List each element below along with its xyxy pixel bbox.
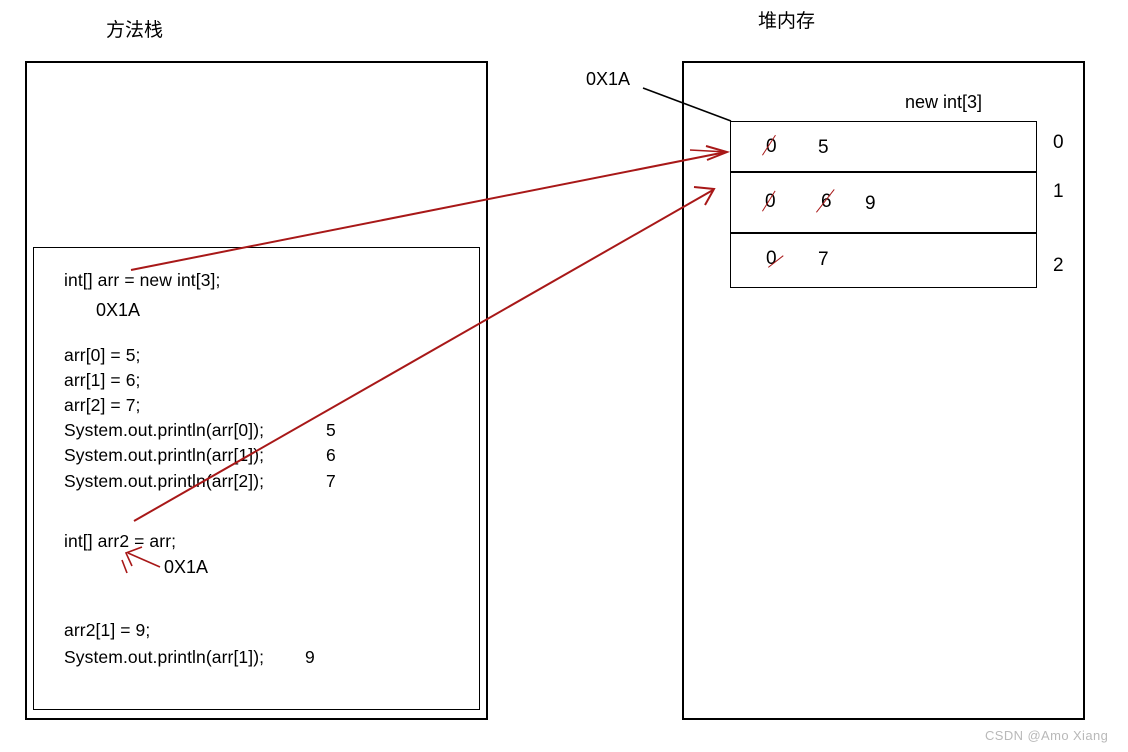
output-value-print-0: 5 [326,420,336,440]
code-line-print-1: System.out.println(arr[1]); [64,445,265,465]
array-allocation-label: new int[3] [905,92,983,112]
output-value-print-1: 6 [326,445,336,465]
output-value-print-2: 7 [326,471,336,491]
code-line-assign-2: arr[2] = 7; [64,395,141,415]
heap-section-title: 堆内存 [758,10,816,32]
code-line-assign-arr2-1: arr2[1] = 9; [64,620,151,640]
array-cell-2-value: 7 [818,249,829,270]
array-index-2: 2 [1053,255,1064,276]
code-line-print-2: System.out.println(arr[2]); [64,471,265,491]
array-cell-1-old-value-1: 6 [821,191,832,212]
code-line-declare-arr2: int[] arr2 = arr; [64,531,177,551]
arr-address-label: 0X1A [96,300,141,320]
code-line-assign-1: arr[1] = 6; [64,370,141,390]
array-row-divider-2 [730,232,1037,234]
heap-array-box [730,121,1037,288]
output-value-print-1-again: 9 [305,647,315,667]
code-line-assign-0: arr[0] = 5; [64,345,141,365]
array-cell-0-old-value-0: 0 [766,136,777,157]
stack-section-title: 方法栈 [106,19,164,41]
code-line-print-1-again: System.out.println(arr[1]); [64,647,265,667]
arr2-address-label: 0X1A [164,557,209,577]
array-index-0: 0 [1053,132,1064,153]
array-cell-1-old-value-0: 0 [765,191,776,212]
code-line-declare-arr: int[] arr = new int[3]; [64,270,221,290]
code-line-print-0: System.out.println(arr[0]); [64,420,265,440]
heap-address-label: 0X1A [586,69,631,89]
watermark: CSDN @Amo Xiang [985,728,1109,743]
array-cell-0-value: 5 [818,137,829,158]
array-cell-1-value: 9 [865,193,876,214]
array-index-1: 1 [1053,181,1064,202]
array-cell-2-old-value-0: 0 [766,248,777,269]
array-row-divider-1 [730,171,1037,173]
